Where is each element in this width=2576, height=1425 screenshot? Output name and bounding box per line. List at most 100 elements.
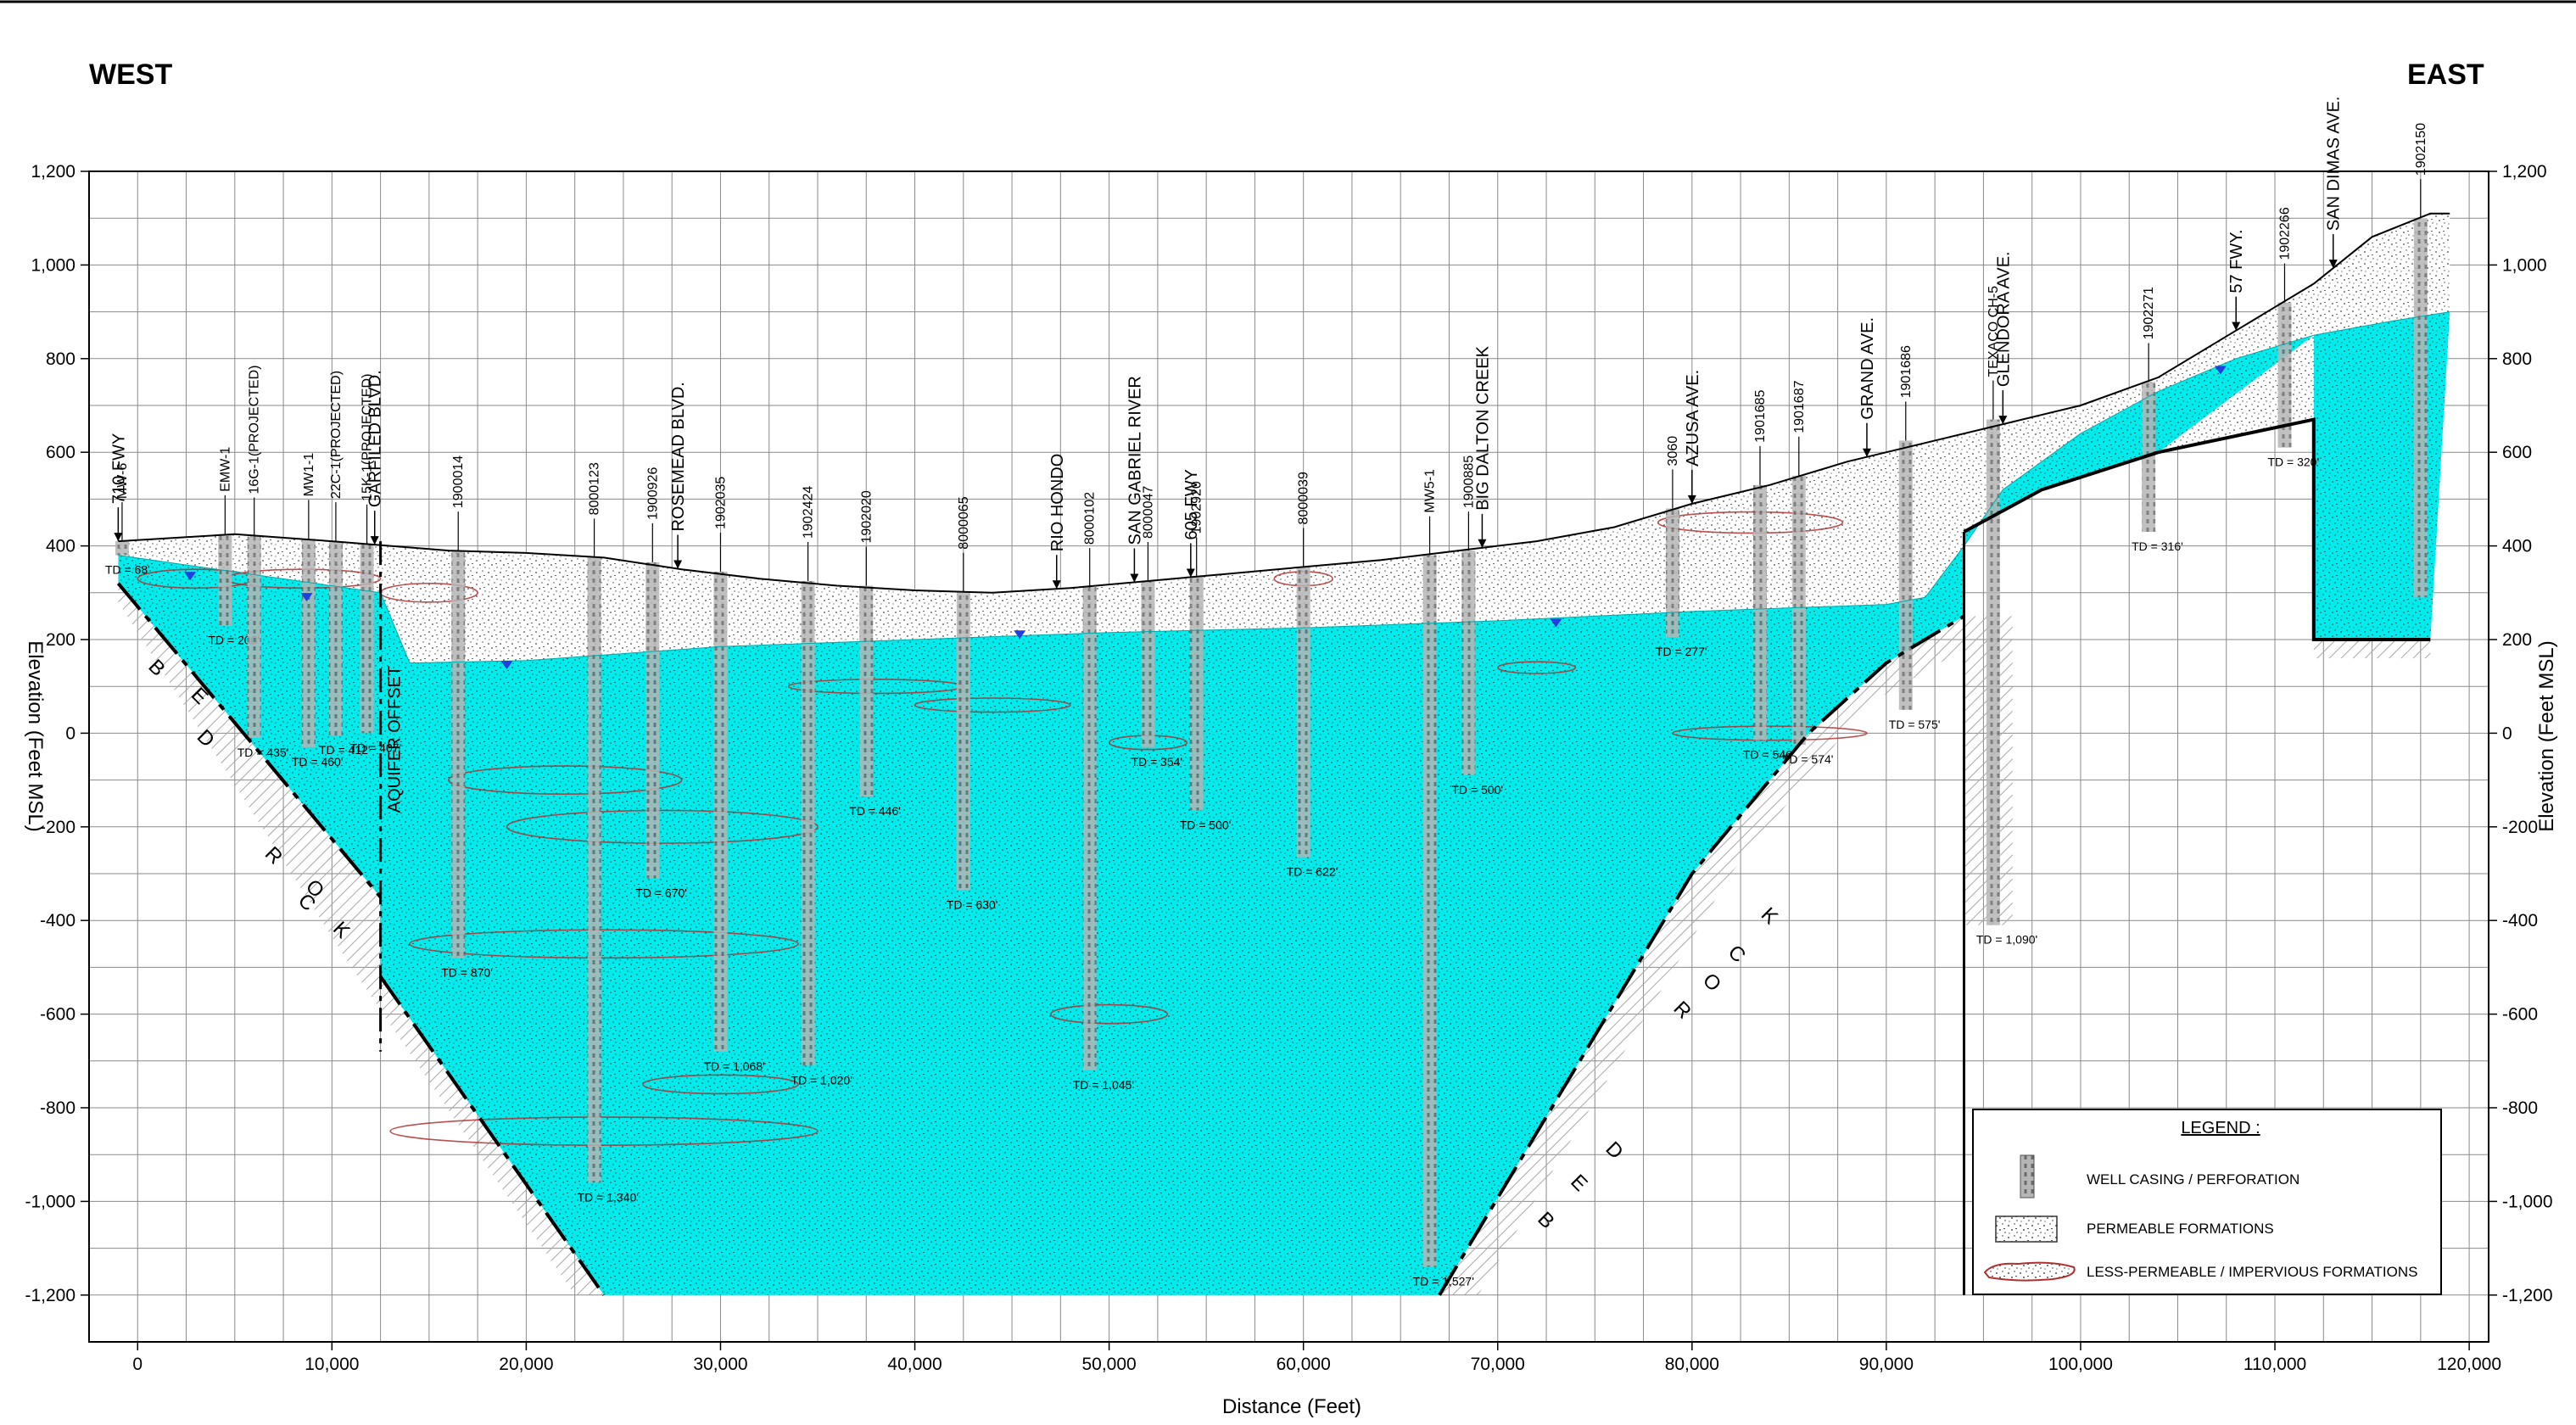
well-td-label: TD = 500' [1451,783,1503,796]
annotation-text: D [1601,1137,1627,1164]
legend-title: LEGEND : [2181,1119,2260,1137]
y-tick-label-right: 200 [2502,630,2532,650]
street-arrow [1687,495,1696,504]
well-casing [328,541,343,736]
water-level-marker [184,572,197,581]
y-tick-label-right: 1,200 [2502,162,2547,182]
y-tick-label-right: -1,000 [2502,1192,2553,1211]
street-arrow [114,533,123,542]
well-id-label: 1900885 [1461,455,1476,508]
street-label: RIO HONDO [1048,454,1067,552]
y-tick-label-right: 800 [2502,349,2532,369]
bedrock-hatch-east-block [2313,640,2431,659]
wells: MW-6TD = 68'EMW-1TD = 200'16G-1(PROJECTE… [105,123,2428,1288]
y-tick-label-left: 400 [46,537,75,556]
well-td-label: TD = 670' [635,886,687,900]
legend-permeable-stipple [1996,1216,2057,1242]
legend-item-less-permeable: LESS-PERMEABLE / IMPERVIOUS FORMATIONS [2087,1264,2417,1280]
well-td-label: TD = 1,527' [1413,1275,1474,1288]
annotation-text: E [1566,1170,1591,1195]
well-casing [1422,555,1437,1267]
x-tick-label: 30,000 [693,1355,747,1374]
well-id-label: 1900926 [645,467,660,520]
y-tick-label-left: 200 [46,630,75,650]
y-tick-label-left: 1,000 [31,255,75,275]
x-tick-label: 40,000 [887,1355,942,1374]
well-id-label: TEXACO CH-5 [1986,286,2001,377]
well-td-label: TD = 622' [1287,865,1338,879]
y-tick-label-left: -800 [40,1098,75,1118]
well-id-label: 8000123 [588,462,602,515]
bedrock-contact-deep-west [378,975,606,1296]
well-casing [1141,581,1155,747]
less-permeable-lens [447,765,683,795]
well-id-label: 1901687 [1792,380,1807,433]
y-tick-label-left: -400 [40,911,75,930]
x-tick-label: 50,000 [1081,1355,1136,1374]
well-td-label: TD = 546' [1743,748,1795,762]
y-axis-title-right: Elevation (Feet MSL) [2535,640,2558,831]
street-label: 605 FWY [1182,469,1201,539]
well-casing [115,541,129,556]
less-permeable-lens [914,697,1071,713]
y-tick-label-right: 600 [2502,443,2532,462]
well-casing [2277,302,2292,448]
well-td-label: TD = 435' [237,746,289,759]
well-id-label: 1902266 [2277,207,2292,260]
less-permeable-lens [1672,725,1868,741]
well-td-label: TD = 1,020' [791,1073,852,1087]
street-arrow [673,560,683,569]
permeable-stipple-saturated [118,335,2314,1295]
water-level-marker [300,593,313,602]
y-tick-label-right: -800 [2502,1098,2538,1118]
y-tick-label-left: 0 [65,724,75,743]
y-tick-label-left: -600 [40,1005,75,1025]
well-casing [451,550,466,958]
legend: LEGEND : WELL CASING / PERFORATION PERME… [1972,1109,2442,1295]
x-tick-label: 0 [132,1355,142,1374]
x-axis-title: Distance (Feet) [1222,1395,1361,1418]
street-label: 57 FWY. [2227,229,2246,293]
less-permeable-lens [506,809,819,844]
annotation-text: C [1724,941,1750,967]
x-tick-label: 20,000 [499,1355,553,1374]
boundary-lines [116,212,2450,1296]
y-axis-title-left: Elevation (Feet MSL) [24,640,47,831]
street-arrow [1052,580,1061,590]
well-casing [360,543,374,734]
well-td-label: TD = 500' [1180,818,1232,831]
well-td-label: TD = 460' [292,755,344,768]
y-tick-label-left: 800 [46,349,75,369]
well-id-label: MW-6 [115,463,130,499]
legend-lens-swatch [1983,1261,2076,1282]
well-td-label: TD = 412' [319,743,371,757]
well-id-label: 3060 [1666,436,1680,467]
water-level-marker [1014,630,1026,640]
y-tick-label-right: 1,000 [2502,255,2547,275]
less-permeable-lens [1050,1003,1169,1025]
x-tick-label: 100,000 [2048,1355,2113,1374]
well-td-label: TD = 870' [441,965,493,979]
well-casing [801,581,815,1066]
y-tick-label-right: -200 [2502,818,2538,837]
well-td-label: TD = 200' [208,633,260,646]
x-tick-label: 120,000 [2437,1355,2501,1374]
y-tick-label-left: 600 [46,443,75,462]
x-tick-label: 110,000 [2244,1355,2306,1374]
bedrock-contact-west [116,582,383,898]
well-td-label: TD = 320' [2267,455,2319,469]
street-arrow [2232,321,2241,331]
well-casing [218,534,232,626]
street-arrow [1130,573,1139,583]
well-td-label: TD = 1,090' [1976,933,2037,947]
well-id-label: 1901686 [1899,345,1914,398]
street-label: AZUSA AVE. [1684,370,1702,467]
well-id-label: 16G-1(PROJECTED) [248,366,262,495]
well-casing [1461,550,1476,776]
well-casing [1296,567,1310,858]
well-casing [1189,576,1204,811]
well-td-label: TD = 630' [947,897,998,911]
x-tick-label: 70,000 [1471,1355,1525,1374]
